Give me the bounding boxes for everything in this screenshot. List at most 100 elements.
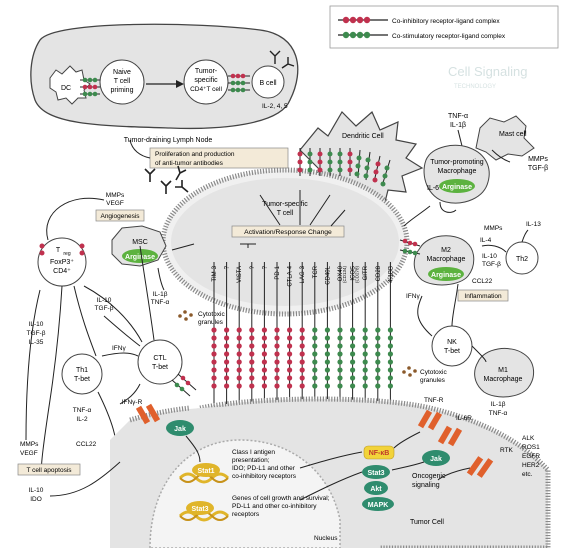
ligand-bead xyxy=(211,359,217,365)
ligand-bead xyxy=(236,367,242,373)
receptor-bead xyxy=(299,343,305,349)
receptor-bead xyxy=(324,343,330,349)
legend-inhibitory-label: Co-inhibitory receptor-ligand complex xyxy=(392,18,500,25)
nucleus-label: Nucleus xyxy=(314,535,338,542)
receptor-bead xyxy=(362,327,368,333)
receptor-top-label: ? xyxy=(225,265,231,269)
oncogenic-label-2: signaling xyxy=(412,482,440,489)
receptor-bead xyxy=(274,351,280,357)
bottom-vegf-label: VEGF xyxy=(20,450,38,457)
treg-label-sub: reg xyxy=(63,251,70,257)
mast-cell-label: Mast cell xyxy=(499,131,527,138)
top-tnfa-label: TNF-α xyxy=(448,113,468,120)
il13-line xyxy=(521,229,529,243)
ifngr-receptor-right xyxy=(145,403,161,423)
top-il1b-label: IL-1β xyxy=(450,122,466,129)
treg-label-2: FoxP3⁺ xyxy=(50,259,74,266)
ligand-bead xyxy=(387,359,393,365)
ligand-bead xyxy=(299,359,305,365)
ctl-il1b-label: IL-1β xyxy=(153,291,168,298)
inflammation-label: Inflammation xyxy=(464,293,502,300)
antibody-icon-bcell xyxy=(269,50,295,69)
egfr-label: EGFR xyxy=(522,453,540,460)
ligand-bead xyxy=(312,359,318,365)
ligand-bead xyxy=(375,367,381,373)
ifngr-receptor-left xyxy=(135,405,151,425)
stat3-right-badge xyxy=(362,465,390,479)
m2-label-1: M2 xyxy=(441,247,451,254)
mast-mmps-label: MMPs xyxy=(528,156,548,163)
tpm-label-1: Tumor-promoting xyxy=(430,159,484,166)
il6-arrow xyxy=(439,201,457,213)
ctl-cytotoxic-label-2: granules xyxy=(198,319,224,326)
receptor-bead xyxy=(236,327,242,333)
receptor-bead xyxy=(375,327,381,333)
akt-label: Akt xyxy=(370,486,382,493)
receptor-top-label: ? xyxy=(262,265,268,269)
receptor-pair-15: 4-1BB4-1BB xyxy=(387,262,394,423)
treg-cell: T reg FoxP3⁺ CD4⁺ xyxy=(37,237,87,287)
ligand-bead xyxy=(287,367,293,373)
th1-ifng-label: IFNγ xyxy=(112,345,126,352)
ligand-bead xyxy=(211,367,217,373)
ligand-bead xyxy=(261,359,267,365)
ligand-bead xyxy=(387,375,393,381)
her2-label: HER2 xyxy=(522,462,540,469)
antibody-icons xyxy=(144,165,189,194)
receptor-bead xyxy=(249,351,255,357)
m2-arginase-label: Arginase xyxy=(431,272,461,279)
receptor-top-label: PD-1 xyxy=(275,265,281,279)
nk-ifng-label: IFNγ xyxy=(406,293,420,300)
ligand-bead xyxy=(261,367,267,373)
receptor-bead xyxy=(261,327,267,333)
receptor-pair-8: LAG-3MHC xyxy=(299,262,306,420)
naive-label-3: priming xyxy=(111,87,134,94)
m2-il13-label: IL-13 xyxy=(526,221,541,228)
ligand-bead xyxy=(299,383,305,389)
m1-label-1: M1 xyxy=(498,367,508,374)
naive-t-cell xyxy=(99,59,145,105)
ligand-bead xyxy=(362,367,368,373)
cd4-t-cell xyxy=(183,59,229,105)
tumor-promoting-macrophage: Tumor-promoting Macrophage Arginase xyxy=(423,144,490,204)
receptor-bead xyxy=(249,343,255,349)
receptor-bead xyxy=(274,335,280,341)
receptor-bead xyxy=(287,327,293,333)
ligand-bead xyxy=(236,375,242,381)
receptor-bead xyxy=(337,343,343,349)
ligand-bead xyxy=(350,383,356,389)
cd4-bcell-complexes xyxy=(228,73,250,93)
mast-cell-body xyxy=(475,115,535,161)
receptor-bead xyxy=(337,327,343,333)
receptor-bead xyxy=(224,351,230,357)
mapk-badge xyxy=(362,497,394,511)
ctl-cytotoxic-granules-icon xyxy=(178,310,193,321)
ligand-bead xyxy=(375,383,381,389)
receptor-bead xyxy=(236,343,242,349)
stat3-text-1: Genes of cell growth and survival; xyxy=(232,495,330,502)
m2-macrophage: M2 Macrophage Arginase xyxy=(399,235,475,286)
bcell-label: B cell xyxy=(259,80,277,87)
receptor-top-label: CD28 xyxy=(376,265,382,281)
dendritic-t-cell-complexes xyxy=(297,148,391,187)
nk-cytotoxic-label-1: Cytotoxic xyxy=(420,369,447,376)
ligand-bead xyxy=(261,375,267,381)
receptor-bead xyxy=(387,351,393,357)
right-side-connectors xyxy=(403,149,511,363)
receptor-bead xyxy=(387,335,393,341)
mapk-label: MAPK xyxy=(368,502,389,509)
receptor-top-label: TCR xyxy=(313,265,319,278)
nk-label-2: T-bet xyxy=(444,348,460,355)
receptor-bead xyxy=(299,327,305,333)
ros1-label: ROS1 xyxy=(522,444,540,451)
bottom-ido-label: IDO xyxy=(30,496,42,503)
receptor-bead xyxy=(236,351,242,357)
tnfa-to-macrophage-line xyxy=(457,129,463,147)
ligand-bead xyxy=(211,383,217,389)
receptor-bead xyxy=(249,327,255,333)
ligand-bead xyxy=(224,359,230,365)
stat1-badge xyxy=(192,463,220,477)
receptor-note-label: (CD278) xyxy=(355,266,360,284)
central-t-cell: Tumor-specific T cell Activation/Respons… xyxy=(160,167,410,317)
